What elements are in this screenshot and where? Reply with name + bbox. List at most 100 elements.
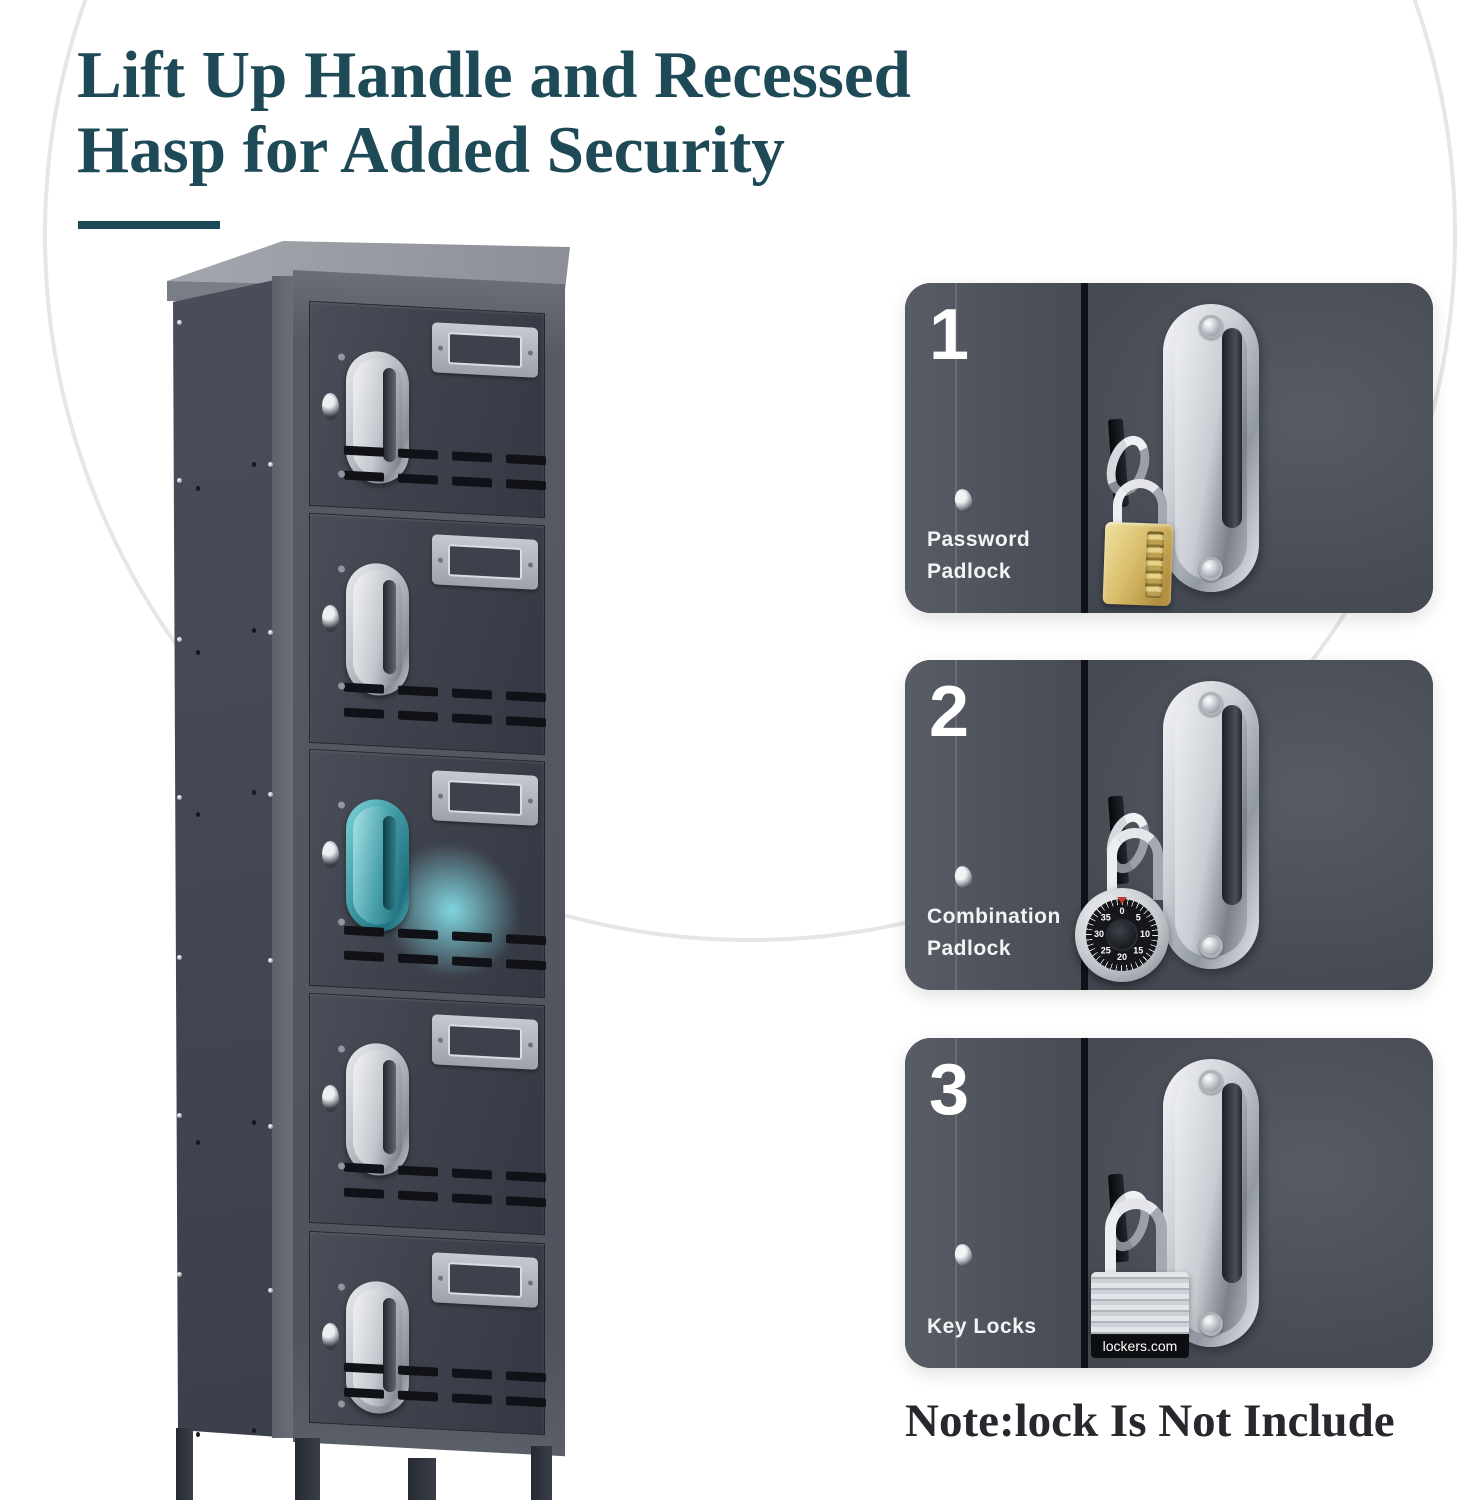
rivet-icon <box>177 320 182 325</box>
rivet-pin-icon <box>196 1432 200 1437</box>
vent-slot <box>452 451 492 463</box>
vent-slot <box>452 476 492 488</box>
screw-icon <box>1199 1070 1223 1094</box>
vent-slot <box>398 473 438 485</box>
handle-screw-icon <box>338 1045 345 1053</box>
vent-slot <box>452 1193 492 1205</box>
padlock-shackle <box>1113 479 1167 537</box>
vent-slot <box>506 716 546 728</box>
vent-slot <box>506 454 546 466</box>
vent-slot <box>344 470 384 482</box>
vent-slot <box>344 682 384 694</box>
recessed-handle <box>346 349 409 486</box>
vent-slot <box>452 1368 492 1380</box>
caption-line: Padlock <box>927 937 1012 961</box>
rivet-pin-icon <box>252 1428 256 1433</box>
padlock-shackle <box>1105 1198 1167 1278</box>
vent-slot <box>398 1165 438 1177</box>
panel-left-door <box>905 283 1081 613</box>
rivet-pin-icon <box>252 628 256 633</box>
rivet-pin-icon <box>196 1140 200 1145</box>
vent-slot <box>506 1371 546 1383</box>
label-card-holder <box>432 770 538 826</box>
panel-caption: Combination Padlock <box>927 901 1061 966</box>
vent-slots-row <box>344 1187 546 1208</box>
dial-knob <box>1106 919 1138 951</box>
vent-slot <box>506 1171 546 1183</box>
note-text: Note:lock Is Not Include <box>905 1395 1395 1447</box>
vent-slot <box>506 1196 546 1208</box>
vent-slot <box>344 707 384 719</box>
digit-wheels <box>1144 531 1165 598</box>
vent-slot <box>398 685 438 697</box>
recessed-handle-plate <box>1163 681 1259 969</box>
keyhole-icon <box>322 1084 339 1113</box>
rivet-pin-icon <box>252 462 256 467</box>
vent-slot <box>344 950 384 962</box>
label-card-holder <box>432 322 538 378</box>
rivet-icon <box>177 637 182 642</box>
caption-line: Padlock <box>927 560 1012 584</box>
locker-leg <box>176 1428 193 1500</box>
vent-slot <box>452 1168 492 1180</box>
locker-door <box>309 1230 546 1436</box>
caption-line: Password <box>927 527 1031 551</box>
locker-doors <box>309 300 546 1436</box>
locker-leg <box>531 1446 552 1500</box>
vent-slot <box>398 710 438 722</box>
recessed-handle-plate <box>1163 304 1259 592</box>
label-card-holder <box>432 1252 538 1308</box>
locker-leg <box>408 1458 436 1500</box>
page-title: Lift Up Handle and Recessed Hasp for Add… <box>77 38 911 188</box>
locker-door <box>309 748 546 999</box>
rivet-pin-icon <box>196 486 200 491</box>
label-card-holder <box>432 1014 538 1070</box>
rivet-icon <box>268 1124 273 1129</box>
locker-door <box>309 992 546 1236</box>
door-gap-line <box>1081 283 1088 613</box>
rivet-icon <box>268 1288 273 1293</box>
door-gap-line <box>1081 660 1088 990</box>
vent-slot <box>506 1396 546 1408</box>
vent-slot <box>506 691 546 703</box>
rivet-icon <box>177 1272 182 1277</box>
title-line-1: Lift Up Handle and Recessed <box>77 38 911 112</box>
padlock-brand-label: lockers.com <box>1091 1334 1189 1358</box>
rivet-icon <box>268 462 273 467</box>
label-card-holder <box>432 534 538 590</box>
rivet-pin-icon <box>196 650 200 655</box>
rivet-pin-icon <box>252 790 256 795</box>
dial-index-mark <box>1117 897 1127 909</box>
vent-slot <box>506 479 546 491</box>
recessed-handle <box>346 561 409 698</box>
vent-slots-row <box>344 470 546 491</box>
panel-left-door <box>905 660 1081 990</box>
panel-number: 3 <box>929 1050 970 1130</box>
rivet-icon <box>177 478 182 483</box>
handle-slot <box>1222 705 1242 905</box>
locker-leg <box>295 1438 320 1500</box>
keyhole-icon <box>322 604 339 633</box>
panel-caption: Password Padlock <box>927 524 1030 589</box>
handle-screw-icon <box>338 801 345 809</box>
instruction-panel-3: lockers.com 3 Key Locks <box>905 1038 1433 1368</box>
screw-icon <box>1199 1312 1223 1336</box>
screw-icon <box>1199 315 1223 339</box>
screw-icon <box>1199 934 1223 958</box>
locker-corner-bevel <box>272 276 293 1438</box>
vent-slots-row <box>344 1162 546 1183</box>
screw-icon <box>1199 692 1223 716</box>
vent-slot <box>344 1187 384 1199</box>
handle-screw-icon <box>338 353 345 361</box>
recessed-handle-plate <box>1163 1059 1259 1347</box>
title-line-2: Hasp for Added Security <box>77 113 785 187</box>
door-gap-line <box>1081 1038 1088 1368</box>
rivet-icon <box>268 630 273 635</box>
padlock-shackle <box>1107 828 1163 900</box>
instruction-panel-1: 1 Password Padlock <box>905 283 1433 613</box>
rivet-icon <box>177 795 182 800</box>
